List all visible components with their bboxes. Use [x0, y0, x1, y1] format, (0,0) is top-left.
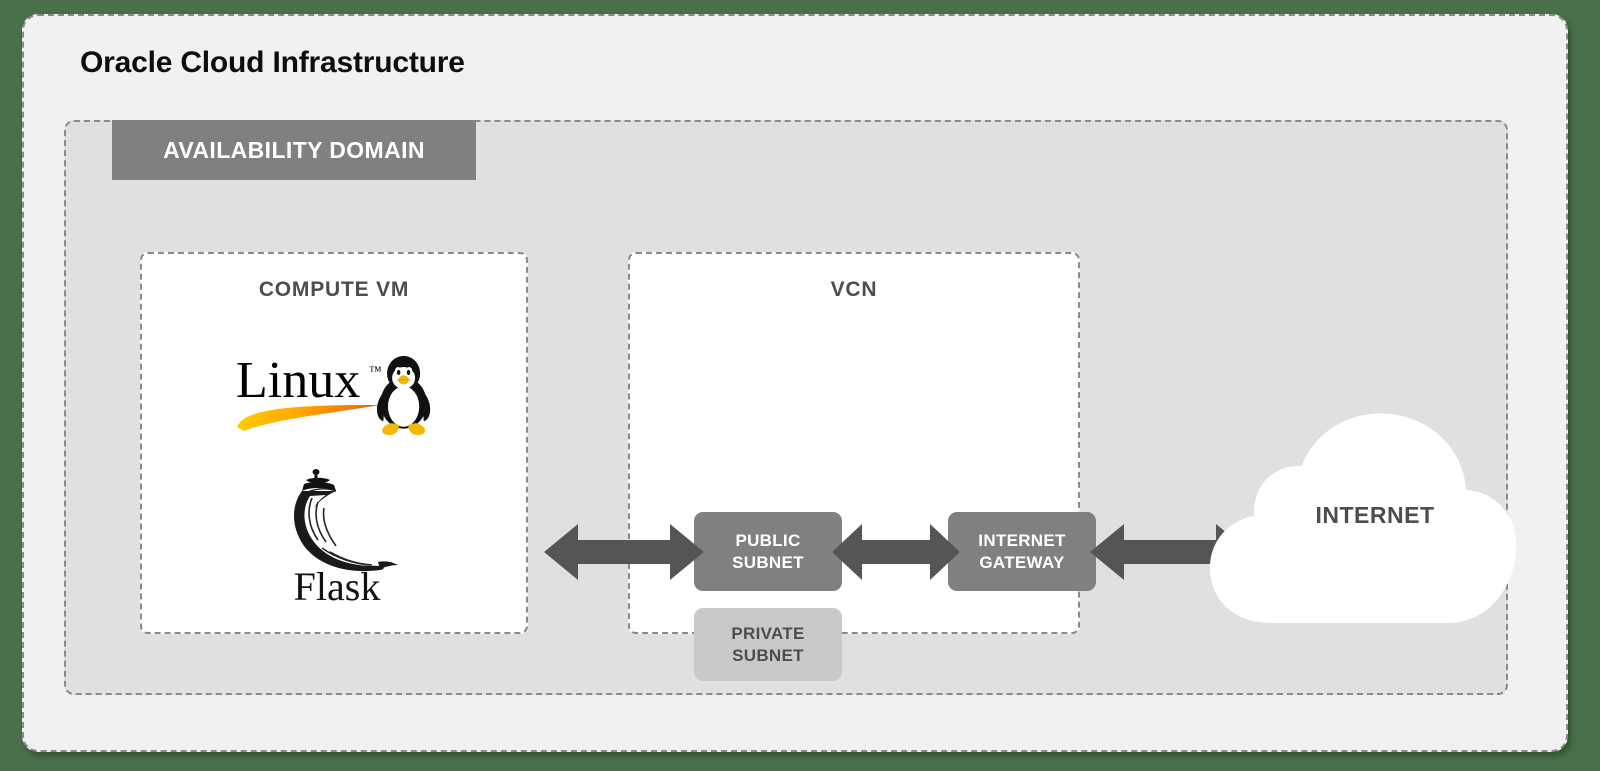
availability-domain-panel: AVAILABILITY DOMAIN COMPUTE VM Linux ™ [64, 120, 1517, 695]
private-subnet-label-line2: SUBNET [732, 645, 804, 665]
compute-vm-container: COMPUTE VM Linux ™ [140, 252, 528, 634]
flask-logo: Flask [294, 469, 398, 604]
internet-label: INTERNET [1315, 502, 1435, 528]
public-subnet-label: PUBLIC SUBNET [732, 530, 804, 573]
svg-text:Linux: Linux [236, 352, 360, 409]
internet-gateway-label-line2: GATEWAY [979, 552, 1065, 572]
vcn-title: VCN [830, 278, 878, 301]
compute-vm-title: COMPUTE VM [258, 278, 410, 301]
internet-cloud-shape [1210, 413, 1517, 623]
arrow-compute-vm-to-public-subnet [544, 524, 704, 580]
availability-domain-label: AVAILABILITY DOMAIN [112, 120, 476, 180]
svg-text:Flask: Flask [294, 564, 381, 604]
internet-gateway-label-line1: INTERNET [978, 531, 1066, 551]
private-subnet-label-line1: PRIVATE [731, 624, 805, 644]
arrow-internet-gateway-to-internet [1090, 524, 1250, 580]
page-title: Oracle Cloud Infrastructure [80, 46, 465, 79]
internet-gateway-label: INTERNET GATEWAY [978, 530, 1065, 573]
public-subnet-node[interactable]: PUBLIC SUBNET [694, 512, 842, 591]
public-subnet-label-line2: SUBNET [732, 552, 804, 572]
internet-gateway-node[interactable]: INTERNET GATEWAY [948, 512, 1096, 591]
linux-logo: Linux ™ [236, 352, 431, 436]
public-subnet-label-line1: PUBLIC [735, 531, 801, 551]
private-subnet-node[interactable]: PRIVATE SUBNET [694, 608, 842, 681]
private-subnet-label: PRIVATE SUBNET [731, 623, 804, 666]
arrow-public-subnet-to-internet-gateway [832, 524, 960, 580]
svg-text:™: ™ [369, 363, 382, 378]
oracle-cloud-infrastructure-frame: Oracle Cloud Infrastructure AVAILABILITY… [22, 14, 1568, 752]
